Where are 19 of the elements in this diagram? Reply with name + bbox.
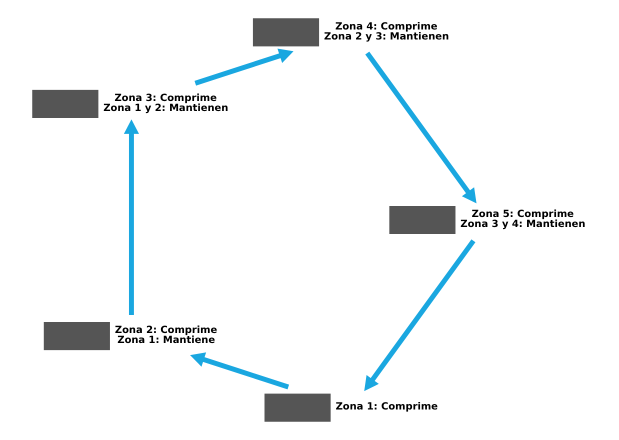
node-box — [388, 206, 455, 234]
arrow — [123, 119, 139, 316]
node-box — [252, 18, 319, 46]
node-label: Zona 1: Comprime — [335, 401, 438, 412]
node-label: Zona 1 y 2: Mantienen — [102, 103, 228, 114]
node-label: Zona 4: Comprime — [334, 21, 437, 32]
node-box — [264, 394, 330, 422]
arrow — [364, 239, 475, 392]
arrow — [190, 352, 289, 390]
node-box — [43, 322, 110, 350]
node-box — [32, 90, 98, 118]
node-label: Zona 3 y 4: Mantienen — [460, 219, 585, 230]
arrow — [194, 48, 294, 86]
node-label: Zona 3: Comprime — [114, 93, 216, 104]
arrow — [364, 52, 476, 204]
node-label: Zona 2: Comprime — [114, 325, 217, 336]
node-label: Zona 2 y 3: Mantienen — [324, 31, 449, 42]
node-label: Zona 1: Mantiene — [116, 335, 215, 346]
node-label: Zona 5: Comprime — [471, 209, 574, 220]
